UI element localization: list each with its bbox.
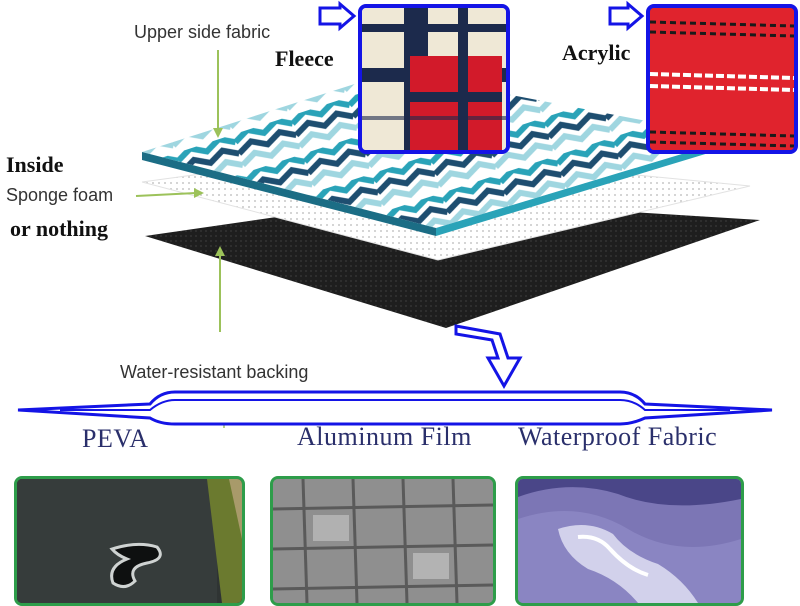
acrylic-swatch bbox=[646, 4, 798, 154]
acrylic-label: Acrylic bbox=[562, 40, 631, 65]
plaid-pattern bbox=[362, 8, 506, 150]
backing-layer bbox=[145, 198, 760, 328]
acrylic-pointer-arrow bbox=[608, 0, 645, 32]
foam-leader bbox=[135, 192, 197, 197]
aluminum-film-photo bbox=[270, 476, 496, 606]
or-nothing-label: or nothing bbox=[10, 216, 109, 241]
water-resistant-backing-label: Water-resistant backing bbox=[120, 362, 309, 382]
inside-label: Inside bbox=[6, 152, 64, 177]
material-label-aluminum-film: Aluminum Film bbox=[297, 422, 472, 451]
fleece-pointer-arrow bbox=[318, 0, 357, 32]
waterproof-fabric-photo bbox=[515, 476, 744, 606]
woven-pattern bbox=[650, 8, 794, 150]
material-label-peva: PEVA bbox=[82, 424, 149, 453]
material-brace bbox=[17, 390, 773, 426]
upper-side-fabric-label: Upper side fabric bbox=[134, 22, 271, 42]
fleece-swatch bbox=[358, 4, 510, 154]
peva-photo bbox=[14, 476, 245, 606]
down-arrow bbox=[454, 324, 523, 390]
material-label-waterproof-fabric: Waterproof Fabric bbox=[518, 422, 718, 451]
fleece-label: Fleece bbox=[275, 46, 334, 71]
sponge-foam-label: Sponge foam bbox=[6, 185, 114, 205]
